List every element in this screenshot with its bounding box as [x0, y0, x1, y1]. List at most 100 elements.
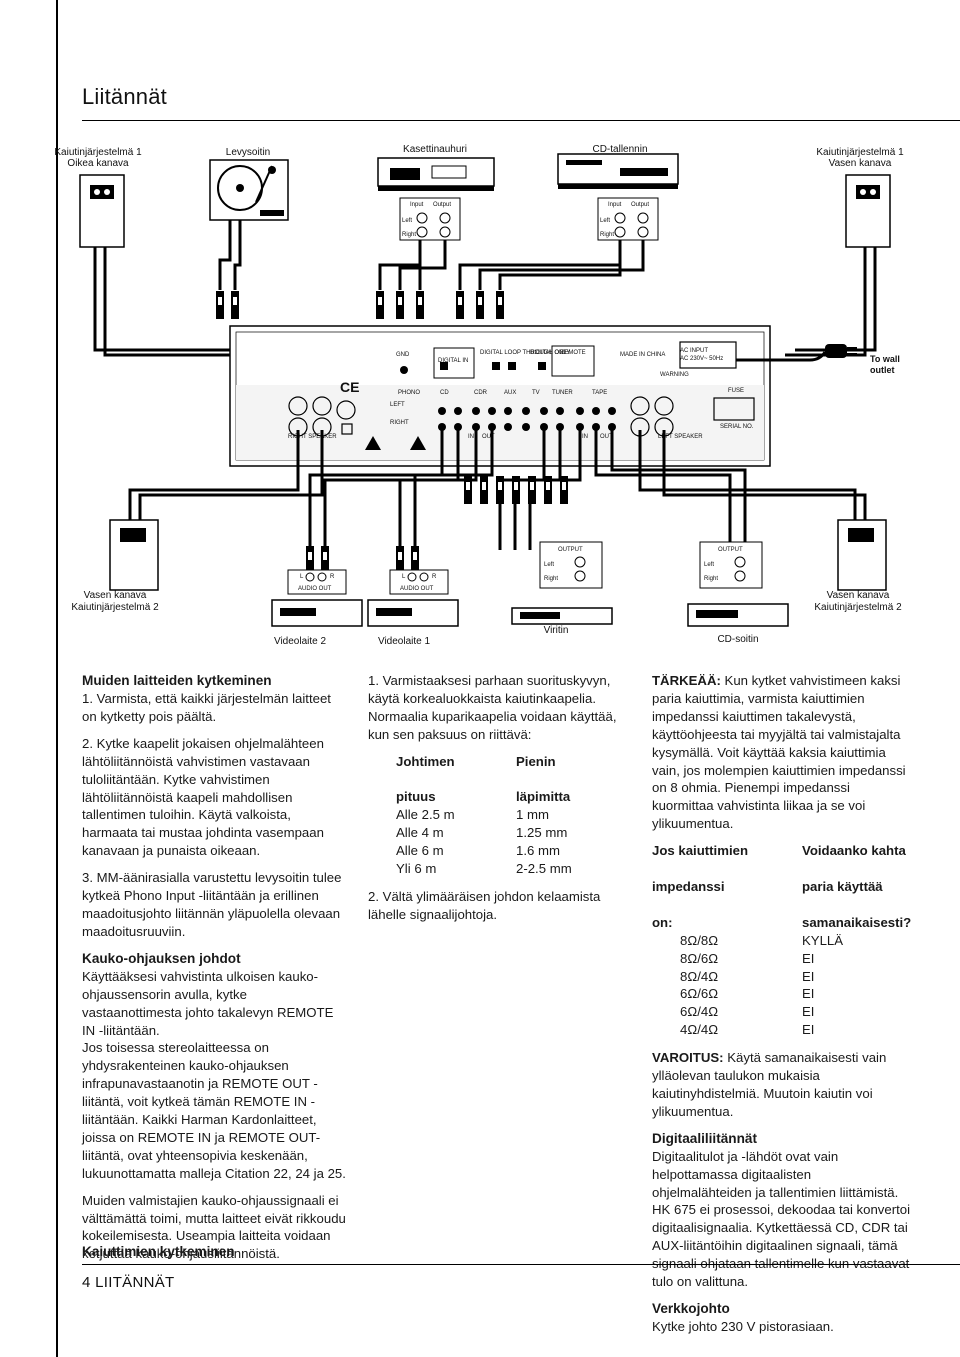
footer-margin-line: [56, 1290, 58, 1357]
label-cd-recorder: CD-tallennin: [592, 144, 647, 155]
svg-text:CE: CE: [340, 379, 359, 395]
label-cassette: Kasettinauhuri: [403, 144, 467, 155]
label-wall-outlet-line1: To wall: [870, 354, 900, 364]
svg-text:OUT: OUT: [600, 434, 613, 440]
svg-text:Input: Input: [410, 202, 424, 208]
table-cell: 2-2.5 mm: [516, 861, 572, 877]
label-speaker2-left-b-line2: Kaiutinjärjestelmä 2: [814, 602, 902, 613]
table-cell: Alle 6 m: [396, 843, 444, 859]
footer-rule: [82, 1264, 960, 1265]
svg-text:AC 230V~ 50Hz: AC 230V~ 50Hz: [680, 356, 723, 362]
speaker1-left-icon: [845, 174, 891, 248]
heading-remote-wires: Kauko-ohjauksen johdot: [82, 950, 241, 966]
heading-speakers-container: Kaiuttimien kytkeminen: [82, 1243, 346, 1261]
svg-text:L: L: [402, 574, 406, 580]
svg-text:FUSE: FUSE: [728, 388, 744, 394]
column-middle: 1. Varmistaaksesi parhaan suorituskyvyn,…: [368, 672, 630, 933]
video2-icon: [271, 599, 363, 627]
connection-diagram: Kaiutinjärjestelmä 1 Oikea kanava Levyso…: [54, 144, 904, 647]
label-speaker1-right-line2: Oikea kanava: [67, 158, 129, 169]
svg-text:TUNER: TUNER: [552, 390, 573, 396]
label-speaker1-left-line2: Vasen kanava: [829, 158, 892, 169]
paragraph-avoid-coiling: 2. Vältä ylimääräisen johdon kelaamista …: [368, 888, 601, 922]
paragraph-step1: 1. Varmista, että kaikki järjestelmän la…: [82, 691, 331, 724]
paragraph-remote-2: Jos toisessa stereolaitteessa on yhdysra…: [82, 1040, 346, 1181]
footer-section: LIITÄNNÄT: [95, 1274, 175, 1291]
svg-text:AC INPUT: AC INPUT: [680, 348, 708, 354]
table-cell: 1 mm: [516, 807, 549, 823]
label-speaker2-left-b-line1: Vasen kanava: [827, 590, 890, 601]
page-number: 4: [82, 1274, 91, 1291]
cd-recorder-icon: [557, 153, 679, 189]
amplifier-rear-panel: [229, 325, 771, 467]
svg-text:TAPE: TAPE: [592, 390, 607, 396]
table-cell: 6Ω/4Ω: [680, 1004, 719, 1020]
svg-text:MADE IN CHINA: MADE IN CHINA: [620, 352, 665, 358]
svg-text:CDR: CDR: [474, 390, 488, 396]
table-cell: 8Ω/8Ω: [680, 932, 719, 948]
label-speaker1-right-line1: Kaiutinjärjestelmä 1: [54, 147, 142, 158]
paragraph-step3: 3. MM-äänirasialla varustettu levysoitin…: [82, 870, 342, 939]
label-tuner: Viritin: [544, 625, 569, 636]
speaker2-left-b-icon: [837, 519, 887, 591]
table-cell: 8Ω/6Ω: [680, 950, 719, 966]
column-right: TÄRKEÄÄ: Kun kytket vahvistimeen kaksi p…: [652, 672, 914, 1345]
page-footer: 4 LIITÄNNÄT: [82, 1274, 175, 1291]
paragraph-power-cord: Kytke johto 230 V pistorasiaan.: [652, 1319, 834, 1334]
label-video1: Videolaite 1: [378, 636, 431, 647]
page-title: Liitännät: [82, 84, 167, 109]
svg-text:OUTPUT: OUTPUT: [718, 547, 743, 553]
table-cell: KYLLÄ: [802, 932, 844, 948]
svg-text:R: R: [330, 574, 335, 580]
paragraph-warning: VAROITUS: Käytä samanaikaisesti vain yll…: [652, 1050, 887, 1119]
heading-other-devices: Muiden laitteiden kytkeminen: [82, 673, 272, 688]
svg-text:OUTPUT: OUTPUT: [558, 547, 583, 553]
table-cell: 1.6 mm: [516, 843, 560, 859]
svg-text:GND: GND: [396, 352, 410, 358]
svg-text:SERIAL NO.: SERIAL NO.: [720, 424, 754, 430]
svg-text:R: R: [432, 574, 437, 580]
table-cell: 1.25 mm: [516, 825, 568, 841]
label-speaker2-left-a-line2: Kaiutinjärjestelmä 2: [71, 602, 159, 613]
svg-text:Left: Left: [704, 562, 714, 568]
tuner-icon: [511, 607, 613, 625]
cd-player-icon: [687, 603, 789, 627]
table-cell: EI: [802, 986, 815, 1002]
left-margin-line: [56, 0, 58, 1357]
svg-text:TV: TV: [532, 390, 540, 396]
svg-text:Output: Output: [631, 202, 649, 208]
svg-text:AUDIO OUT: AUDIO OUT: [400, 586, 434, 592]
cassette-icon: [377, 157, 495, 191]
svg-text:AUX: AUX: [504, 390, 516, 396]
table-cell: 8Ω/4Ω: [680, 968, 719, 984]
svg-text:Left: Left: [402, 218, 412, 224]
paragraph-step2: 2. Kytke kaapelit jokaisen ohjelmalähtee…: [82, 735, 324, 859]
turntable-icon: [209, 159, 289, 221]
svg-text:DIGITAL OUT: DIGITAL OUT: [530, 350, 567, 356]
label-speaker2-left-a-line1: Vasen kanava: [84, 590, 147, 601]
table-cell: EI: [802, 968, 815, 984]
paragraph-important: TÄRKEÄÄ: Kun kytket vahvistimeen kaksi p…: [652, 673, 906, 832]
svg-text:DIGITAL IN: DIGITAL IN: [438, 358, 468, 364]
svg-text:CD: CD: [440, 390, 449, 396]
svg-text:AUDIO OUT: AUDIO OUT: [298, 586, 332, 592]
paragraph-remote-1: Käyttääksesi vahvistinta ulkoisen kauko-…: [82, 968, 334, 1038]
speaker2-left-a-icon: [109, 519, 159, 591]
table-cell: 4Ω/4Ω: [680, 1022, 719, 1038]
svg-text:DIGITAL LOOP THROUGH ONLY: DIGITAL LOOP THROUGH ONLY: [480, 350, 570, 356]
svg-text:Output: Output: [433, 202, 451, 208]
table-cell: EI: [802, 1004, 815, 1020]
svg-text:Left: Left: [600, 218, 610, 224]
column-left: Muiden laitteiden kytkeminen 1. Varmista…: [82, 672, 346, 1272]
svg-text:PHONO: PHONO: [398, 390, 420, 396]
paragraph-remote-3: Muiden valmistajien kauko-ohjaussignaali…: [82, 1192, 346, 1262]
title-rule: [82, 120, 960, 121]
label-video2: Videolaite 2: [274, 636, 327, 647]
svg-text:OUT: OUT: [482, 434, 495, 440]
svg-text:REMOTE: REMOTE: [560, 350, 586, 356]
power-plug-icon: [825, 344, 857, 358]
